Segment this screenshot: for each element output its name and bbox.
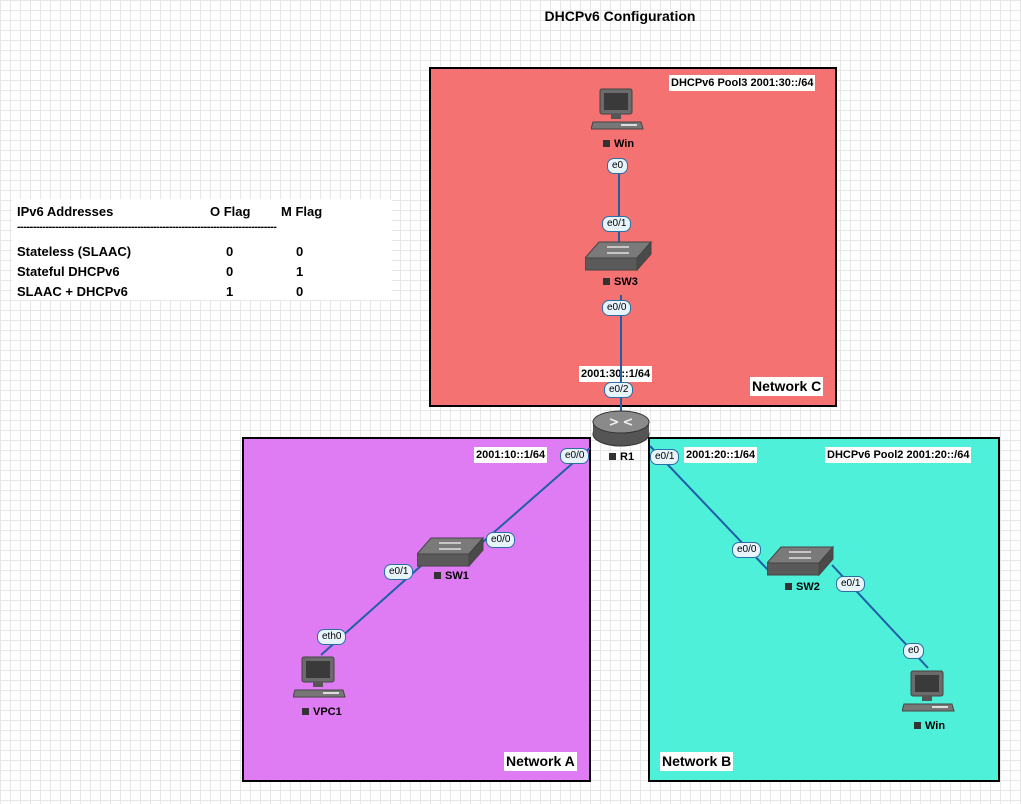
- computer-icon: [590, 88, 644, 130]
- network-a-gateway-label: 2001:10::1/64: [474, 447, 548, 463]
- flag-legend: IPv6 Addresses O Flag M Flag -----------…: [12, 199, 392, 300]
- router-icon: [592, 410, 650, 447]
- network-b-zone: [648, 437, 1000, 782]
- legend-row-m: 1: [296, 264, 304, 279]
- legend-row-name: Stateless (SLAAC): [17, 244, 132, 259]
- legend-row-name: Stateful DHCPv6: [17, 264, 120, 279]
- legend-row-m: 0: [296, 244, 304, 259]
- sw3-label: SW3: [603, 276, 638, 288]
- win-b-device[interactable]: [901, 669, 956, 720]
- r1-device[interactable]: [592, 410, 650, 453]
- sw2-device[interactable]: [765, 545, 835, 584]
- switch-icon: [765, 545, 835, 577]
- network-c-gateway-label: 2001:30::1/64: [579, 366, 653, 382]
- win-c-label: Win: [603, 138, 634, 150]
- sw1-device[interactable]: [415, 536, 485, 575]
- network-c-pool-label: DHCPv6 Pool3 2001:30::/64: [669, 75, 816, 91]
- legend-row-o: 1: [226, 284, 234, 299]
- sw2-label: SW2: [785, 581, 820, 593]
- port-r1-e0-0[interactable]: e0/0: [560, 448, 590, 464]
- vpc1-device[interactable]: [292, 655, 347, 706]
- port-sw3-e0-1[interactable]: e0/1: [602, 216, 632, 232]
- legend-header-addresses: IPv6 Addresses: [17, 204, 114, 219]
- port-sw1-e0-1[interactable]: e0/1: [384, 564, 414, 580]
- port-r1-e0-2[interactable]: e0/2: [604, 382, 634, 398]
- vpc1-label: VPC1: [302, 706, 342, 718]
- port-sw2-e0-1[interactable]: e0/1: [836, 576, 866, 592]
- switch-icon: [583, 240, 653, 272]
- legend-header-o-flag: O Flag: [210, 204, 251, 219]
- win-c-device[interactable]: [590, 87, 645, 138]
- computer-icon: [292, 656, 346, 698]
- port-vpc1-eth0[interactable]: eth0: [317, 629, 347, 645]
- legend-row-o: 0: [226, 244, 234, 259]
- diagram-title: DHCPv6 Configuration: [544, 8, 696, 24]
- network-b-label: Network B: [660, 752, 734, 771]
- sw3-device[interactable]: [583, 240, 653, 279]
- network-b-pool-label: DHCPv6 Pool2 2001:20::/64: [825, 447, 972, 463]
- legend-header-m-flag: M Flag: [281, 204, 323, 219]
- switch-icon: [415, 536, 485, 568]
- network-b-gateway-label: 2001:20::1/64: [684, 447, 758, 463]
- port-sw2-e0-0[interactable]: e0/0: [732, 542, 762, 558]
- legend-row-name: SLAAC + DHCPv6: [17, 284, 128, 299]
- r1-label: R1: [609, 451, 634, 463]
- network-a-label: Network A: [504, 752, 577, 771]
- port-r1-e0-1[interactable]: e0/1: [650, 449, 680, 465]
- sw1-label: SW1: [434, 570, 469, 582]
- legend-row-o: 0: [226, 264, 234, 279]
- port-sw1-e0-0[interactable]: e0/0: [486, 532, 516, 548]
- legend-separator: ----------------------------------------…: [17, 221, 277, 233]
- link-r1-sw1: [475, 447, 591, 549]
- port-win-b-e0[interactable]: e0: [903, 643, 925, 659]
- port-sw3-e0-0[interactable]: e0/0: [602, 300, 632, 316]
- win-b-label: Win: [914, 720, 945, 732]
- legend-row-m: 0: [296, 284, 304, 299]
- network-a-zone: [242, 437, 591, 782]
- port-win-c-e0[interactable]: e0: [607, 158, 629, 174]
- network-c-label: Network C: [750, 377, 824, 396]
- computer-icon: [901, 670, 955, 712]
